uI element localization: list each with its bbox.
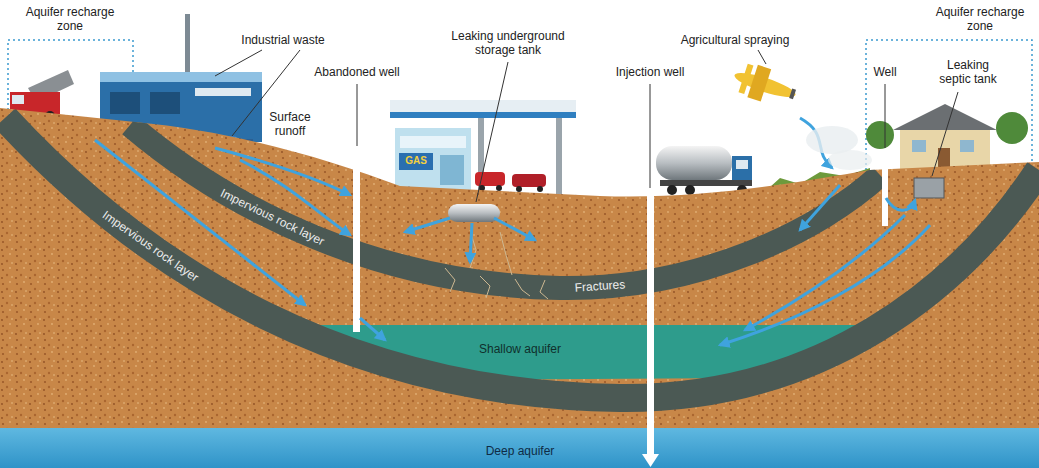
contaminant-flow bbox=[95, 118, 930, 345]
source-label: Leaking septic tank bbox=[933, 59, 1003, 87]
storage-tank bbox=[448, 204, 500, 222]
layer-label: Impervious rock layer bbox=[179, 168, 365, 268]
source-label: Abandoned well bbox=[297, 66, 417, 80]
source-label: Injection well bbox=[595, 66, 705, 80]
gas-station bbox=[390, 100, 576, 194]
aquifer-label: Deep aquifer bbox=[440, 445, 600, 459]
deep-aquifer bbox=[0, 428, 1039, 468]
crop-duster bbox=[729, 59, 872, 170]
layer-label: Fractures bbox=[550, 277, 651, 298]
ground bbox=[0, 108, 1039, 468]
source-label: Industrial waste bbox=[218, 34, 348, 48]
flow-label: Surface runoff bbox=[263, 111, 318, 139]
zone-label: Aquifer recharge zone bbox=[23, 6, 118, 34]
source-label: Leaking underground storage tank bbox=[438, 30, 578, 58]
layer-label: Impervious rock layer bbox=[64, 184, 236, 310]
rock-layer bbox=[130, 125, 880, 288]
strata bbox=[0, 118, 1039, 468]
septic-tank bbox=[914, 178, 944, 198]
zone-label: Aquifer recharge zone bbox=[933, 6, 1028, 34]
source-label: Agricultural spraying bbox=[660, 34, 810, 48]
aquifer-label: Shallow aquifer bbox=[440, 343, 600, 357]
tanker-truck bbox=[656, 146, 752, 195]
sign-text: GAS bbox=[396, 155, 436, 167]
leader-line bbox=[215, 50, 958, 202]
house bbox=[866, 104, 1028, 172]
source-label: Well bbox=[855, 66, 915, 80]
rock-layer bbox=[5, 118, 1039, 398]
wells bbox=[353, 148, 888, 467]
